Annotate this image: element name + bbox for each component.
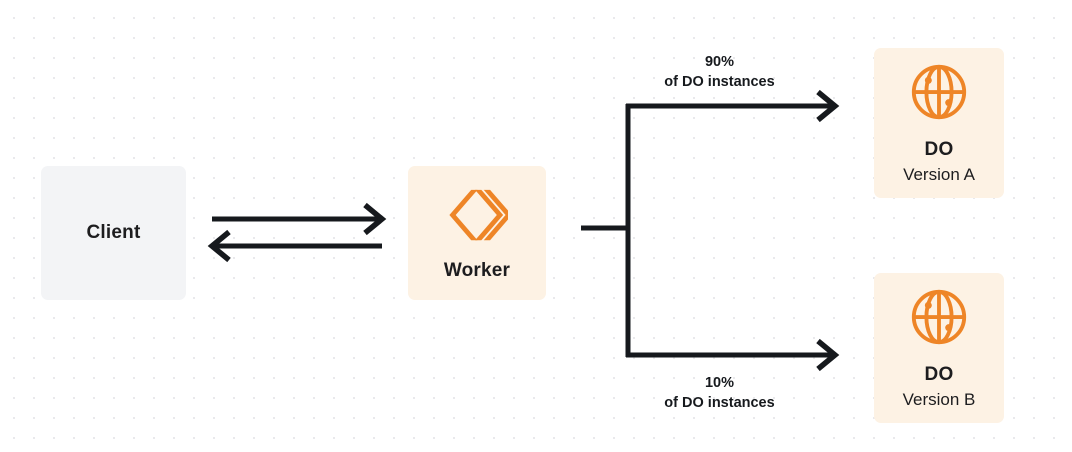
node-do-version-b[interactable]: DO Version B [874,273,1004,423]
globe-icon [908,286,970,348]
node-do-version-a[interactable]: DO Version A [874,48,1004,198]
node-do-version-b-subtitle: Version B [902,389,976,409]
cloudflare-workers-icon [446,184,512,246]
edge-label-do-a-detail: of DO instances [664,74,775,90]
node-client-title: Client [86,221,141,243]
node-worker-title: Worker [443,259,511,281]
edge-label-do-b-percent: 10% [704,375,735,391]
edge-label-do-a: 90% of DO instances [612,52,827,92]
node-worker[interactable]: Worker [408,166,546,300]
edge-label-do-a-percent: 90% [704,54,735,70]
node-do-version-b-title: DO [924,363,954,385]
edge-worker-to-client [207,229,382,263]
edge-label-do-b-detail: of DO instances [664,395,775,411]
edge-label-do-b: 10% of DO instances [612,373,827,413]
edge-worker-to-do-a [626,89,840,123]
node-do-version-a-title: DO [924,138,954,160]
globe-icon [908,61,970,123]
edge-worker-to-do-b [626,338,840,372]
edge-client-to-worker [212,202,387,236]
node-client[interactable]: Client [41,166,186,300]
node-do-version-a-subtitle: Version A [903,164,975,184]
